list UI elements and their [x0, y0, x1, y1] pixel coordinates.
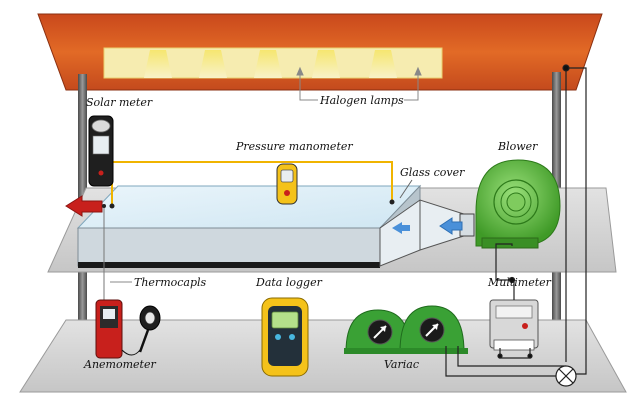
electrical-wiring [445, 64, 587, 387]
manometer-indicator-icon [284, 190, 290, 196]
anemometer-device [95, 299, 161, 359]
blower [475, 159, 561, 249]
data-logger-device [261, 297, 309, 377]
halogen-lamp-housing [37, 13, 603, 101]
lamp-label-bracket [296, 66, 422, 101]
thermocouple-wiring [102, 204, 132, 300]
label-pressure-manometer: Pressure manometer [235, 140, 353, 153]
label-halogen-lamps: Halogen lamps [319, 94, 404, 107]
blower-base [481, 237, 539, 249]
lamp-bulbs [144, 50, 397, 78]
air-flow-arrow-icon [392, 222, 410, 234]
glass-cover-pointer [399, 179, 413, 199]
collector-front-face [77, 227, 381, 267]
label-blower: Blower [497, 140, 538, 153]
solar-collector [76, 184, 475, 268]
hot-air-outlet-arrow-icon [65, 195, 103, 217]
air-inlet-arrow-icon [439, 217, 463, 235]
label-anemometer: Anemometer [83, 358, 156, 371]
multimeter-device [489, 299, 539, 351]
label-multimeter: Multimeter [487, 276, 552, 289]
label-variac: Variac [384, 358, 419, 371]
solar-meter-device [88, 115, 114, 187]
label-solar-meter: Solar meter [86, 96, 153, 109]
variac-units [344, 305, 468, 354]
collector-glass-top [76, 185, 422, 229]
label-thermocouples: Thermocapls [134, 276, 207, 289]
label-glass-cover: Glass cover [400, 166, 465, 179]
label-data-logger: Data logger [255, 276, 323, 289]
